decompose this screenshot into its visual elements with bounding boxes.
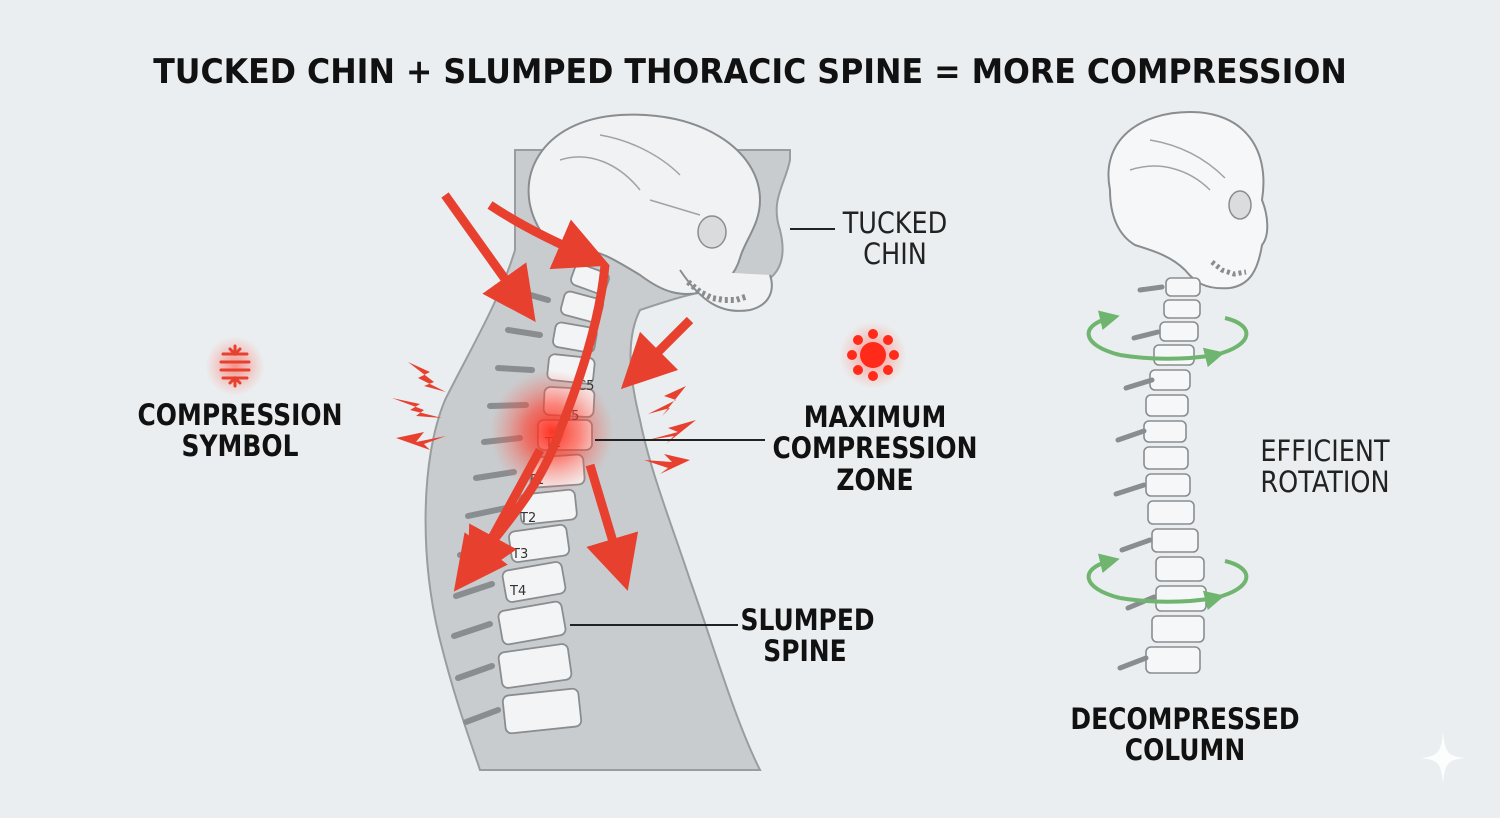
max-compression-burst-icon	[839, 321, 907, 389]
compression-symbol-line-1: COMPRESSION	[137, 398, 343, 432]
rotation-arrow-icon	[1086, 310, 1249, 611]
slumped-spine-line-1: SLUMPED	[740, 603, 875, 637]
upright-skull	[1107, 110, 1269, 290]
compression-glow	[490, 370, 614, 494]
tucked-chin-label: TUCKED CHIN	[829, 206, 961, 272]
sparkle-icon	[1421, 732, 1465, 784]
vertebra-label-t4: T4	[509, 584, 526, 599]
max-zone-line-2: COMPRESSION	[772, 431, 978, 466]
efficient-rotation-line-1: EFFICIENT	[1260, 434, 1390, 468]
decompressed-column-label: DECOMPRESSED COLUMN	[1069, 702, 1301, 768]
max-zone-line-3: ZONE	[836, 462, 914, 497]
vertebra-label-t3: T3	[511, 547, 528, 562]
impact-bolts	[392, 362, 696, 474]
max-zone-line-1: MAXIMUM	[803, 400, 947, 434]
efficient-rotation-label: EFFICIENT ROTATION	[1250, 434, 1400, 500]
slumped-spine-label: SLUMPED SPINE	[740, 603, 875, 669]
vertebra-label-t2: T2	[519, 511, 536, 526]
page-title: TUCKED CHIN + SLUMPED THORACIC SPINE = M…	[153, 52, 1347, 92]
decompressed-column-line-1: DECOMPRESSED	[1070, 702, 1300, 736]
upright-vertebral-column	[1113, 277, 1207, 674]
compression-symbol-label: COMPRESSION SYMBOL	[128, 398, 352, 464]
slumped-figure: C5 C5 T1 T1 T2 T3 T4	[392, 113, 835, 771]
compression-symbol-line-2: SYMBOL	[181, 429, 299, 464]
efficient-rotation-line-2: ROTATION	[1260, 465, 1390, 500]
tucked-chin-line-1: TUCKED	[842, 206, 948, 240]
compression-arrows	[441, 192, 694, 592]
decompressed-column-line-2: COLUMN	[1124, 733, 1246, 768]
max-compression-zone-label: MAXIMUM COMPRESSION ZONE	[768, 400, 983, 497]
tucked-chin-line-2: CHIN	[863, 237, 927, 272]
jaw	[679, 269, 773, 312]
slumped-spine-line-2: SPINE	[763, 634, 847, 669]
compression-symbol-icon	[205, 336, 265, 396]
upright-skeleton	[1086, 110, 1269, 674]
